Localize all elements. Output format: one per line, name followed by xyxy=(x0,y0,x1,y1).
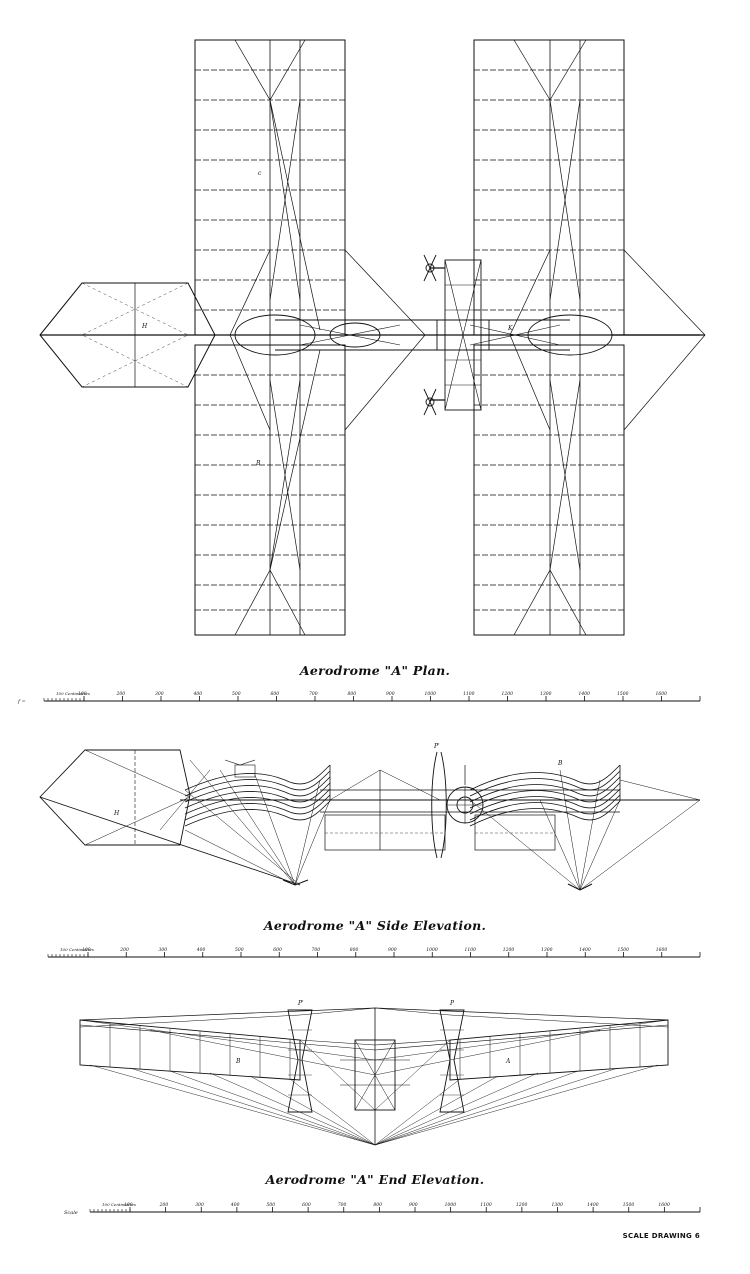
plan-caption: Aerodrome "A" Plan. xyxy=(299,663,451,678)
plan-label-h: H xyxy=(142,323,148,330)
end-label-p2: P xyxy=(450,1000,455,1007)
side-bracing xyxy=(159,759,701,891)
scale-tick-label: 200 xyxy=(119,947,129,953)
end-wing-right xyxy=(449,1019,669,1081)
scale-tick-label: 200 xyxy=(159,1202,169,1208)
scale-prefix: Scale xyxy=(64,1210,78,1216)
scale-tick-label: 1300 xyxy=(540,691,552,697)
end-bracing xyxy=(79,1019,669,1146)
plan-wing-ribs xyxy=(195,69,624,611)
scale-tick-label: 800 xyxy=(348,691,357,697)
scale-tick-label: 1200 xyxy=(516,1202,528,1208)
plan-wing-bracing xyxy=(229,39,706,636)
side-front-wing xyxy=(469,764,621,827)
scale-unit-label: 100 Centimetres xyxy=(60,947,94,952)
scale-tick-label: 200 xyxy=(116,691,126,697)
scale-tick-label: 1500 xyxy=(618,947,630,953)
scale-unit-label: 100 Centimetres xyxy=(102,1202,136,1207)
scale-prefix: f = xyxy=(17,699,26,705)
plan-engine-frame xyxy=(423,254,490,416)
scale-tick-label: 800 xyxy=(350,947,359,953)
scale-tick-label: 500 xyxy=(232,691,241,697)
end-label-p1: P' xyxy=(298,1000,304,1007)
scale-tick-label: 1600 xyxy=(656,947,668,953)
end-scale-bar: 100 200 300 400 500 600 700 800 900 1000 1100 1200 1… xyxy=(64,1202,701,1216)
plan-scale-bar: 100 200 300 400 500 600 700 800 900 1000 1100 1200 1… xyxy=(17,691,701,705)
plan-wing-spars xyxy=(269,40,581,635)
plan-front-wing-bottom xyxy=(473,344,625,636)
scale-tick-label: 1200 xyxy=(503,947,515,953)
scale-tick-label: 1100 xyxy=(465,947,477,953)
scale-tick-label: 100 xyxy=(82,947,91,953)
scale-tick-label: 700 xyxy=(338,1202,347,1208)
end-wing-left xyxy=(79,1019,301,1081)
plan-view xyxy=(39,39,706,636)
end-propeller-right xyxy=(439,1009,465,1113)
scale-tick-label: 600 xyxy=(302,1202,311,1208)
scale-tick-label: 1000 xyxy=(425,691,437,697)
scale-tick-label: 600 xyxy=(273,947,282,953)
scale-tick-label: 1600 xyxy=(658,1202,670,1208)
end-view xyxy=(79,1007,669,1146)
scale-tick-label: 700 xyxy=(309,691,318,697)
scale-tick-label: 100 xyxy=(124,1202,133,1208)
scale-tick-label: 300 xyxy=(155,691,164,697)
side-label-p: P' xyxy=(434,743,440,750)
end-label-a: A xyxy=(506,1058,511,1065)
side-view xyxy=(39,749,701,891)
scale-tick-label: 1000 xyxy=(445,1202,457,1208)
scale-tick-label: 1300 xyxy=(541,947,553,953)
plan-label-c: c xyxy=(258,170,262,177)
scale-tick-label: 1200 xyxy=(502,691,514,697)
scale-tick-label: 900 xyxy=(388,947,397,953)
scale-tick-label: 300 xyxy=(159,947,168,953)
scale-tick-label: 1100 xyxy=(463,691,475,697)
scale-tick-label: 1100 xyxy=(480,1202,492,1208)
plan-label-b: B xyxy=(256,460,261,467)
scale-tick-label: 1400 xyxy=(579,691,591,697)
side-scale-bar: 100 200 300 400 500 600 700 800 900 1000 1100 1200 1… xyxy=(47,947,701,958)
scale-tick-label: 600 xyxy=(271,691,280,697)
end-caption: Aerodrome "A" End Elevation. xyxy=(265,1172,485,1187)
plan-label-k: K xyxy=(508,325,513,332)
scale-tick-label: 900 xyxy=(409,1202,418,1208)
scale-tick-label: 700 xyxy=(312,947,321,953)
scale-tick-label: 100 xyxy=(78,691,87,697)
side-caption: Aerodrome "A" Side Elevation. xyxy=(263,918,487,933)
side-label-h: H xyxy=(114,810,120,817)
scale-tick-label: 1400 xyxy=(587,1202,599,1208)
footer-label: SCALE DRAWING 6 xyxy=(622,1232,700,1240)
side-propeller xyxy=(431,751,447,859)
scale-tick-label: 1500 xyxy=(623,1202,635,1208)
scale-tick-label: 300 xyxy=(195,1202,204,1208)
scale-tick-label: 500 xyxy=(235,947,244,953)
scale-tick-label: 800 xyxy=(373,1202,382,1208)
side-tail xyxy=(39,749,191,846)
scale-tick-label: 1400 xyxy=(579,947,591,953)
scale-tick-label: 1500 xyxy=(617,691,629,697)
scale-tick-label: 1300 xyxy=(552,1202,564,1208)
scale-tick-label: 900 xyxy=(386,691,395,697)
scale-tick-label: 1000 xyxy=(426,947,438,953)
scale-tick-label: 500 xyxy=(267,1202,276,1208)
side-label-b: B xyxy=(558,760,563,767)
end-propeller-left xyxy=(287,1009,313,1113)
scale-tick-label: 400 xyxy=(193,691,203,697)
scale-tick-label: 400 xyxy=(230,1202,240,1208)
scale-unit-label: 100 Centimetres xyxy=(56,691,90,696)
end-label-b: B xyxy=(236,1058,241,1065)
plan-front-wing-top xyxy=(473,39,625,336)
plan-tail xyxy=(39,282,230,388)
side-rear-wing xyxy=(184,764,331,827)
scale-tick-label: 400 xyxy=(196,947,206,953)
scale-tick-label: 1600 xyxy=(656,691,668,697)
